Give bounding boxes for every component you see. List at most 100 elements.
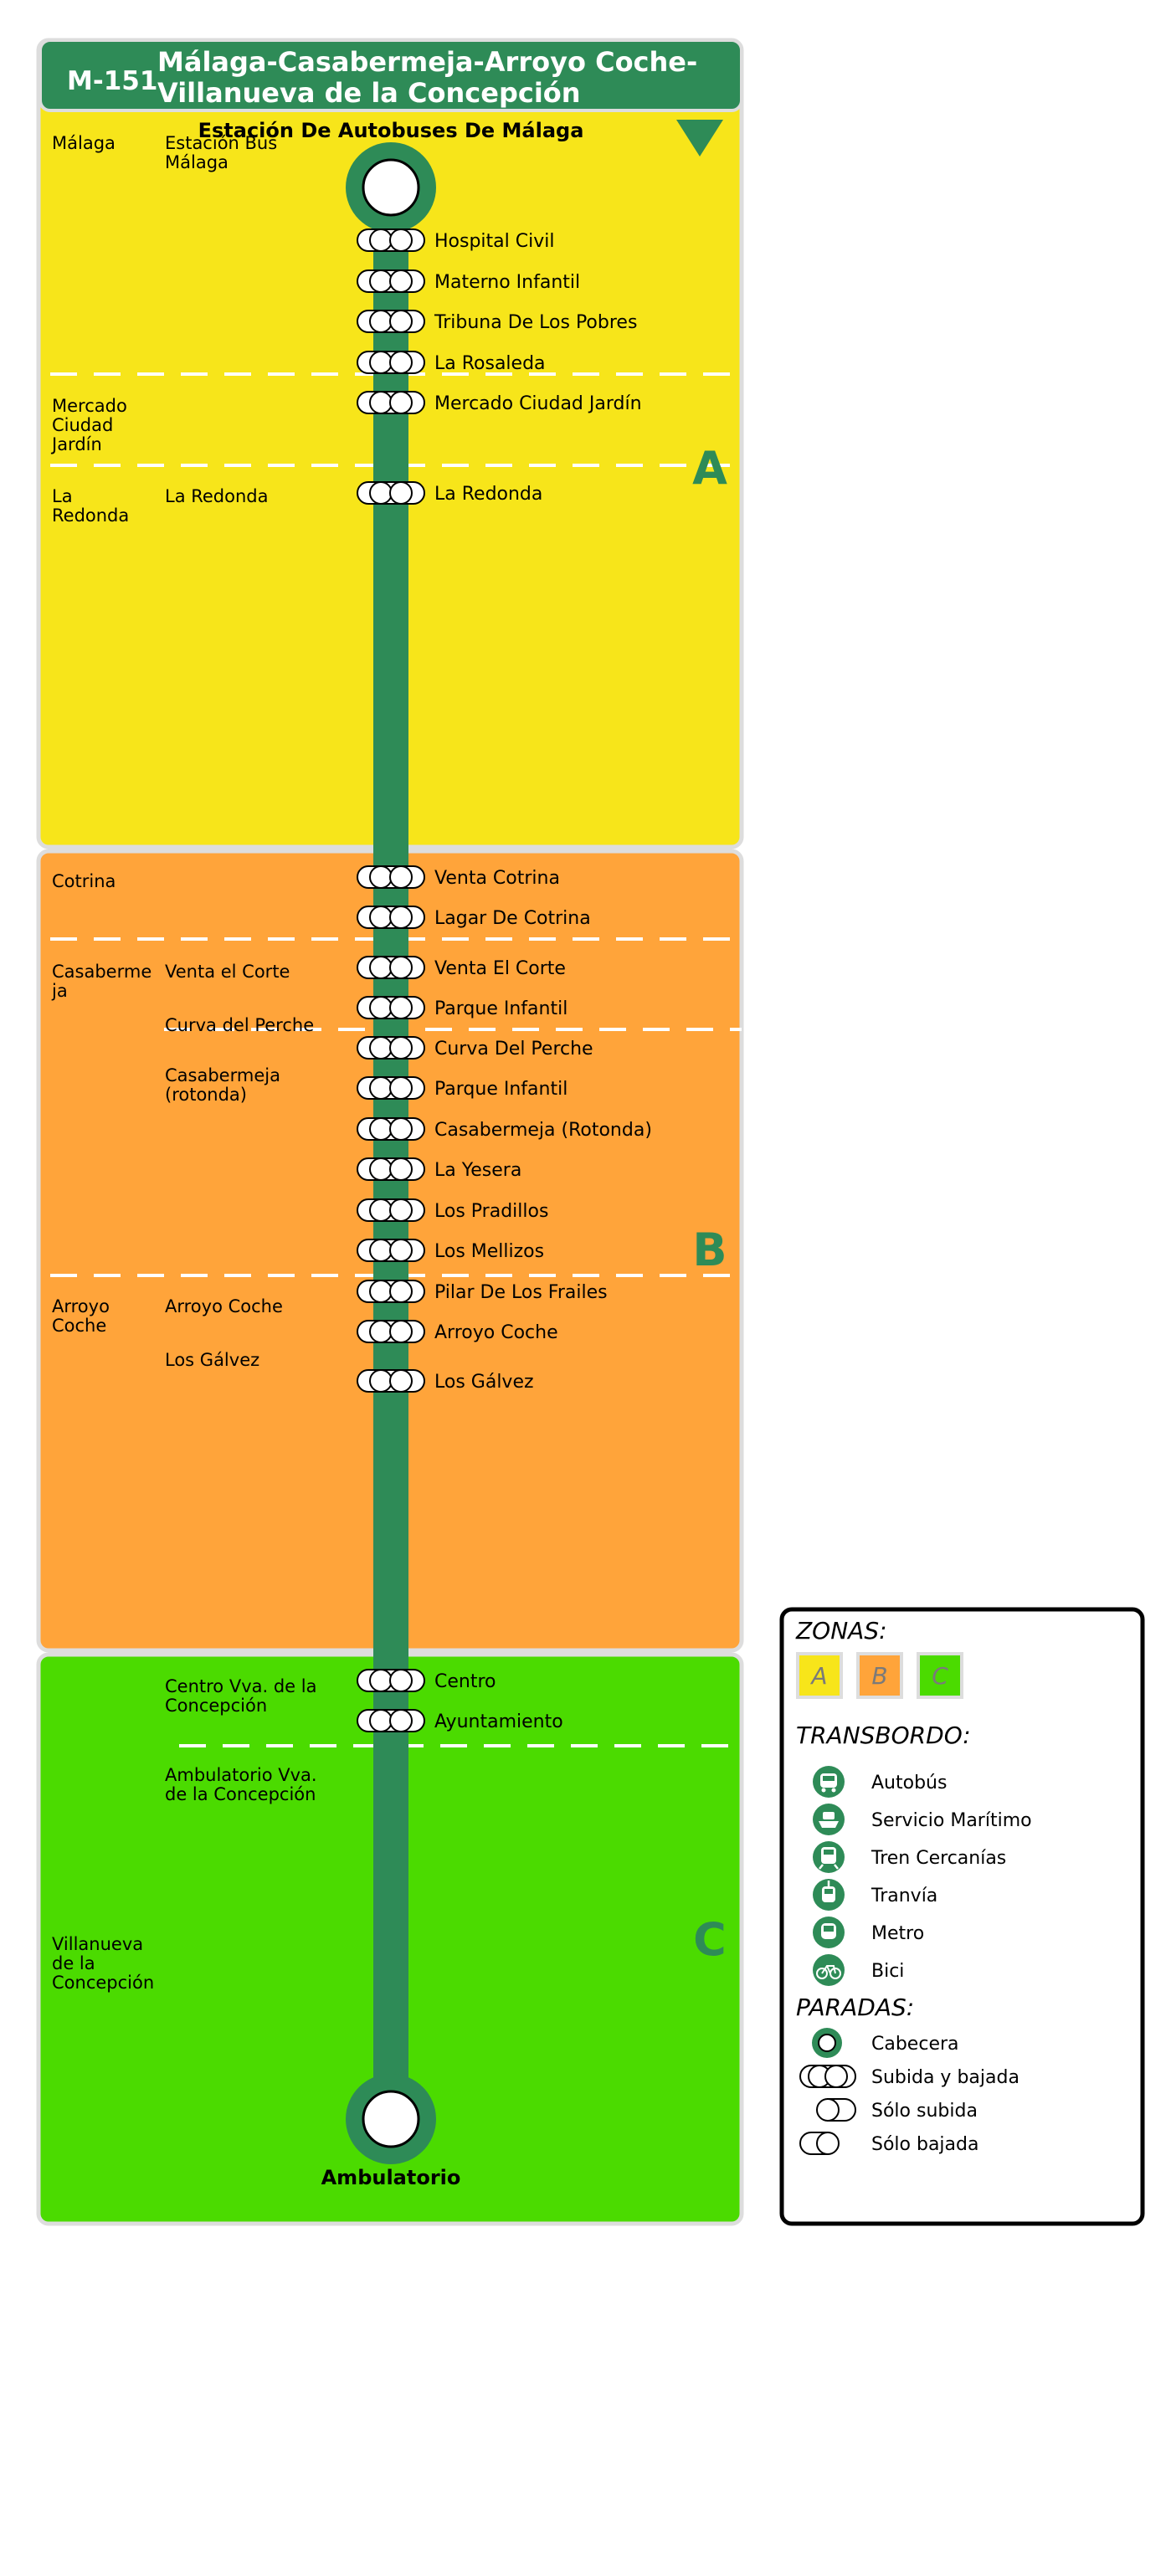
legend-zonas-title: ZONAS: (795, 1617, 887, 1645)
legend-paradas-label: Cabecera (871, 2034, 959, 2055)
stop-marker (357, 1709, 425, 1732)
terminus-stop-name: Ambulatorio (321, 2166, 461, 2189)
locality-label: Curva del Perche (165, 1015, 314, 1035)
stop-name: Lagar De Cotrina (434, 908, 591, 929)
legend-zone-swatch-c: C (917, 1652, 963, 1699)
line-code: M-151 (67, 66, 157, 96)
legend-transbordo-label: Bici (871, 1961, 904, 1982)
stop-name: Venta Cotrina (434, 868, 560, 889)
stop-name: Materno Infantil (434, 272, 580, 293)
zone-letter-a: A (692, 442, 727, 495)
route-title-line-1: Málaga-Casabermeja-Arroyo Coche- (157, 46, 697, 78)
boarding-alighting-icon (799, 2065, 856, 2088)
locality-label: Los Gálvez (165, 1350, 259, 1370)
svg-text:B: B (871, 1662, 887, 1690)
stop-name: Tribuna De Los Pobres (434, 312, 637, 333)
bike-icon (813, 1954, 845, 1986)
municipality-label: Villanueva de la Concepción (52, 1934, 154, 1993)
route-title-line-2: Villanueva de la Concepción (157, 77, 581, 109)
alighting-only-icon (799, 2132, 840, 2155)
stop-marker (357, 481, 425, 505)
ferry-icon (813, 1804, 845, 1835)
tram-icon (813, 1879, 845, 1911)
zone-letter-b: B (692, 1224, 727, 1276)
terminus-stop-marker (346, 2074, 436, 2164)
svg-text:C: C (932, 1662, 948, 1690)
legend-paradas-title: PARADAS: (796, 1994, 914, 2021)
locality-label: Casabermeja (rotonda) (165, 1065, 286, 1105)
legend-panel: ZONAS: A B C TRANSBORDO: Autobús Se (779, 1607, 1145, 2226)
stop-marker (357, 1198, 425, 1222)
municipality-label: Arroyo Coche (52, 1296, 116, 1336)
stop-marker (357, 1669, 425, 1692)
stop-name: Centro (434, 1671, 496, 1692)
legend-transbordo-label: Tren Cercanías (871, 1848, 1006, 1869)
direction-arrow-icon (676, 120, 723, 157)
zone-letter-c: C (693, 1913, 727, 1966)
stop-marker (357, 1157, 425, 1181)
municipality-label: Casaberme ja (51, 962, 157, 1001)
head-stop-name: Estación De Autobuses De Málaga (198, 119, 584, 142)
municipality-label: Cotrina (52, 871, 116, 891)
legend-paradas-label: Subida y bajada (871, 2067, 1019, 2088)
stop-marker (357, 228, 425, 252)
svg-text:A: A (809, 1662, 827, 1690)
legend-paradas-label: Sólo bajada (871, 2134, 978, 2155)
stop-marker (357, 310, 425, 333)
stop-name: Casabermeja (Rotonda) (434, 1120, 652, 1141)
legend-transbordo-label: Tranvía (871, 1886, 937, 1906)
stop-name: Venta El Corte (434, 958, 566, 979)
stop-name: Curva Del Perche (434, 1039, 593, 1060)
stop-name: Hospital Civil (434, 231, 554, 252)
legend-zone-swatch-b: B (856, 1652, 903, 1699)
legend-zone-swatch-a: A (796, 1652, 843, 1699)
stop-name: Los Mellizos (434, 1241, 544, 1262)
stop-marker (357, 1320, 425, 1343)
bus-icon (813, 1766, 845, 1798)
stop-name: La Rosaleda (434, 353, 546, 374)
stop-name: Los Gálvez (434, 1372, 534, 1393)
train-icon (813, 1841, 845, 1873)
stop-name: La Redonda (434, 484, 542, 505)
stop-marker (357, 1036, 425, 1060)
stop-marker (357, 1076, 425, 1100)
legend-transbordo-label: Autobús (871, 1773, 947, 1793)
header-bar (39, 38, 743, 112)
stop-marker (357, 351, 425, 374)
legend-transbordo-title: TRANSBORDO: (796, 1722, 971, 1749)
stop-marker (357, 1117, 425, 1141)
stop-marker (357, 1280, 425, 1303)
locality-label: La Redonda (165, 486, 269, 506)
legend-transbordo-label: Servicio Marítimo (871, 1810, 1032, 1831)
stop-name: Los Pradillos (434, 1201, 548, 1222)
boarding-only-icon (816, 2098, 856, 2122)
stop-name: Pilar De Los Frailes (434, 1282, 608, 1303)
stop-name: Parque Infantil (434, 998, 568, 1019)
locality-label: Estación Bus Málaga (165, 133, 283, 172)
stop-name: Ayuntamiento (434, 1711, 563, 1732)
legend-paradas-label: Sólo subida (871, 2101, 978, 2122)
stop-marker (357, 269, 425, 293)
locality-label: Centro Vva. de la Concepción (165, 1676, 322, 1716)
locality-label: Ambulatorio Vva. de la Concepción (165, 1765, 322, 1804)
legend-transbordo-label: Metro (871, 1923, 924, 1944)
stop-marker (357, 1369, 425, 1393)
head-stop-marker (346, 142, 436, 233)
stop-marker (357, 1239, 425, 1262)
stop-marker (357, 906, 425, 929)
stop-name: Mercado Ciudad Jardín (434, 393, 642, 414)
municipality-label: Málaga (52, 133, 116, 153)
metro-icon (813, 1917, 845, 1948)
head-stop-icon (812, 2028, 842, 2058)
stop-name: Arroyo Coche (434, 1322, 558, 1343)
municipality-label: La Redonda (52, 486, 129, 526)
stop-marker (357, 996, 425, 1019)
stop-marker (357, 865, 425, 889)
locality-label: Venta el Corte (165, 962, 290, 982)
locality-label: Arroyo Coche (165, 1296, 283, 1316)
stop-name: Parque Infantil (434, 1079, 568, 1100)
stop-marker (357, 956, 425, 979)
stop-marker (357, 391, 425, 414)
